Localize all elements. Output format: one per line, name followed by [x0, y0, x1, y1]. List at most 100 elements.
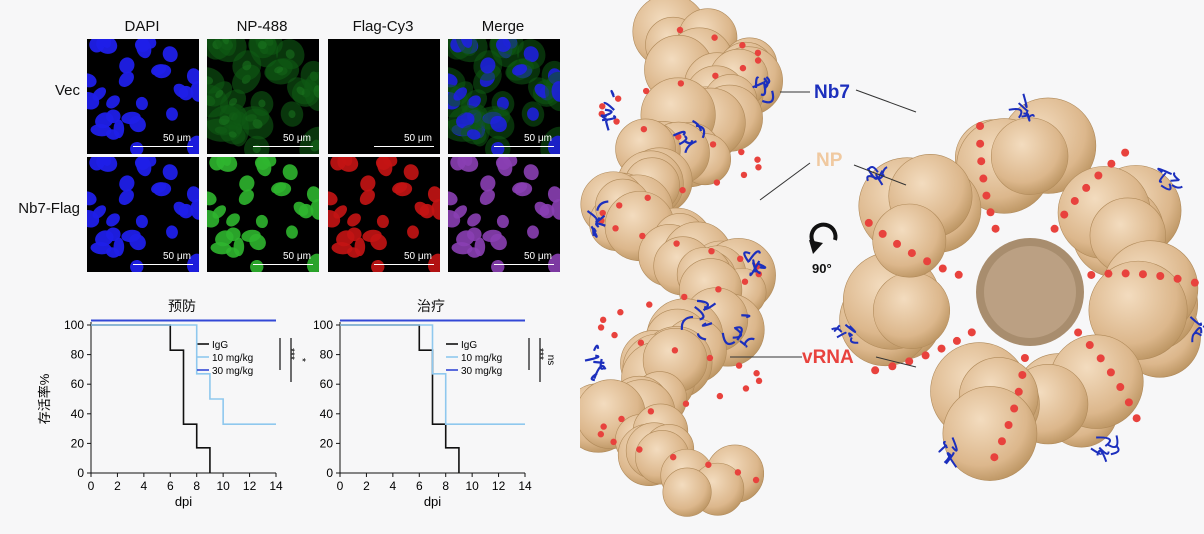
nb7-ribbon: [704, 302, 717, 310]
nb7-ribbon: [672, 130, 686, 137]
label-rotation: 90°: [812, 261, 832, 276]
series-line-10-mg-kg: [91, 324, 276, 425]
vrna-bead: [990, 453, 999, 462]
nb7-ribbon: [836, 331, 847, 339]
vrna-bead: [742, 385, 750, 392]
vrna-bead: [740, 171, 748, 179]
scale-label: 50 μm: [163, 251, 191, 262]
scale-bar: [494, 146, 554, 147]
nb7-ribbon: [1157, 167, 1173, 176]
legend-label: 10 mg/kg: [212, 353, 253, 364]
y-tick-label: 80: [320, 348, 334, 362]
nb7-ribbon: [593, 360, 605, 365]
nb7-ribbon: [1110, 445, 1120, 456]
nb7-ribbon: [942, 440, 949, 449]
x-tick-label: 14: [269, 479, 283, 493]
vrna-bead: [921, 351, 930, 360]
vrna-bead: [979, 174, 988, 183]
micro-col-title-np488: NP-488: [236, 18, 288, 35]
vrna-bead: [1085, 341, 1094, 350]
vrna-bead: [735, 362, 743, 369]
nb7-ribbon: [739, 340, 748, 348]
nb7-ribbon: [938, 444, 948, 453]
y-tick-label: 100: [313, 318, 333, 332]
nb7-ribbon: [943, 453, 951, 464]
y-tick-label: 60: [71, 377, 85, 391]
vrna-bead: [599, 103, 606, 110]
micro-row-label-nb7flag: Nb7-Flag: [18, 200, 80, 217]
vrna-bead: [716, 392, 724, 400]
nb7-ribbon: [1191, 332, 1203, 343]
y-tick-label: 60: [320, 377, 334, 391]
x-tick-label: 4: [390, 479, 397, 493]
y-tick-label: 40: [320, 407, 334, 421]
y-tick-label: 40: [71, 407, 85, 421]
scale-label: 50 μm: [404, 133, 432, 144]
ring-channel-inner: [984, 246, 1076, 338]
vrna-bead: [712, 72, 719, 79]
nb7-ribbon: [696, 333, 707, 341]
vrna-bead: [639, 232, 646, 240]
nb7-ribbon: [1158, 172, 1167, 183]
x-tick-label: 14: [518, 479, 532, 493]
y-tick-label: 0: [326, 466, 333, 480]
rotate-arrowhead-icon: [809, 240, 823, 254]
nb7-ribbon: [610, 89, 615, 98]
leader-vrna-right: [875, 356, 917, 368]
vrna-bead: [739, 64, 747, 72]
micro-col-title-dapi: DAPI: [124, 18, 160, 35]
nb7-ribbon: [951, 437, 958, 452]
x-tick-label: 4: [141, 479, 148, 493]
vrna-bead: [734, 469, 742, 476]
np-subunit: [662, 467, 712, 517]
y-axis-label: 存活率%: [37, 373, 52, 424]
vrna-bead: [642, 87, 650, 95]
vrna-bead: [739, 42, 746, 49]
nb7-ribbon: [701, 322, 713, 327]
micro-col-title-flagcy3: Flag-Cy3: [352, 18, 414, 35]
vrna-bead: [715, 286, 722, 293]
nb7-ribbon: [743, 337, 755, 345]
scale-label: 50 μm: [404, 251, 432, 262]
micro-panel-nb7flag-merge: 50 μm: [448, 157, 560, 272]
vrna-bead: [1121, 269, 1130, 278]
scale-label: 50 μm: [283, 251, 311, 262]
vrna-bead: [977, 157, 986, 166]
vrna-bead: [878, 229, 887, 238]
micro-panel-vec-merge: 50 μm: [448, 39, 560, 154]
vrna-bead: [677, 80, 685, 87]
nb7-ribbon: [1171, 184, 1183, 189]
nb7-ribbon: [692, 119, 703, 132]
vrna-bead: [617, 309, 624, 316]
nb7-ribbon: [678, 135, 688, 146]
nb7-ribbon: [1193, 326, 1203, 335]
legend-label: IgG: [461, 340, 477, 351]
vrna-bead: [1074, 328, 1083, 337]
nb7-ribbon: [844, 323, 857, 334]
vrna-bead: [1060, 210, 1069, 219]
nb7-ribbon: [945, 452, 955, 465]
vrna-bead: [644, 194, 651, 201]
nb7-ribbon: [596, 200, 609, 211]
vrna-bead: [1116, 383, 1125, 392]
micro-row-label-vec: Vec: [54, 82, 80, 99]
np-structure-figure: Nb7 NP vRNA 90°: [580, 0, 1204, 517]
scale-bar: [133, 264, 193, 265]
nb7-ribbon: [1170, 179, 1179, 182]
micro-panel-vec-flagcy3: 50 μm: [328, 39, 440, 154]
micro-panel-vec-np488: 50 μm: [207, 39, 319, 154]
vrna-bead: [647, 408, 655, 415]
vrna-bead: [1106, 368, 1115, 377]
vrna-bead: [1004, 421, 1013, 430]
vrna-bead: [597, 324, 605, 331]
nb7-ribbon: [1189, 316, 1203, 326]
vrna-bead: [616, 202, 623, 209]
legend-label: 30 mg/kg: [461, 366, 502, 377]
vrna-bead: [976, 139, 985, 148]
vrna-bead: [1132, 414, 1141, 423]
vrna-bead: [597, 431, 605, 438]
micro-panel-vec-dapi: 50 μm: [87, 39, 199, 154]
np-helix: [580, 0, 783, 517]
vrna-bead: [754, 57, 762, 64]
nb7-ribbon: [1021, 112, 1030, 118]
